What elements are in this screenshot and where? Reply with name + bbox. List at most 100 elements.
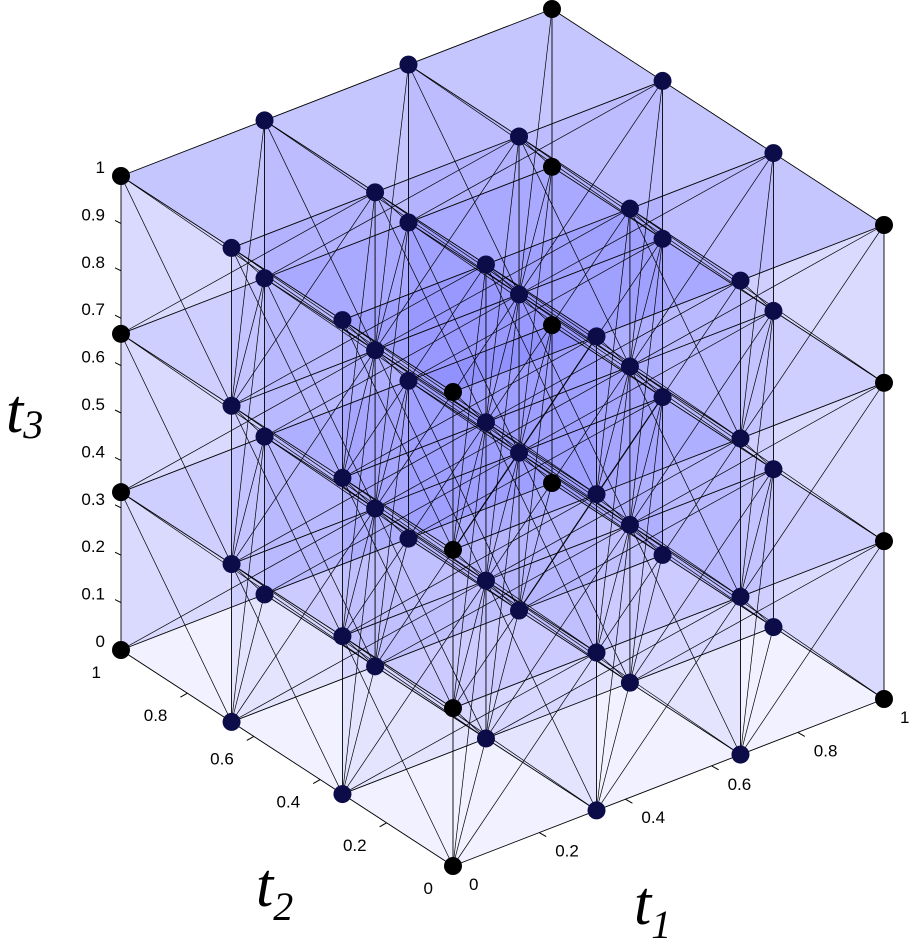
mesh-edge: [629, 554, 663, 683]
grid-point: [510, 601, 529, 620]
mesh-edge: [231, 192, 376, 406]
grid-line: [342, 152, 774, 321]
t3-tick-label: 1: [96, 158, 105, 177]
t3-tick-label: 0.5: [81, 395, 105, 414]
mesh-edge: [391, 380, 409, 524]
mesh-edge: [452, 407, 470, 550]
t3-tick: [114, 267, 122, 272]
mesh-edge: [374, 595, 503, 667]
grid-line: [452, 382, 885, 551]
mesh-edge: [535, 325, 553, 468]
mesh-edge: [342, 636, 454, 867]
grid-point: [333, 627, 352, 646]
grid-line: [551, 324, 885, 542]
mesh-edge: [612, 366, 631, 510]
t3-tick-label: 0.2: [81, 537, 105, 556]
mesh-edge: [452, 336, 597, 551]
grid-line: [264, 277, 597, 495]
grid-point: [587, 801, 606, 820]
mesh-edge: [596, 438, 741, 653]
mesh-edge: [518, 294, 631, 525]
grid-point: [543, 157, 561, 176]
t2-tick: [379, 822, 387, 828]
grid-point: [875, 373, 893, 392]
t3-tick: [114, 456, 122, 461]
grid-point: [255, 269, 274, 288]
grid-point: [366, 341, 385, 360]
box-face: [121, 9, 884, 392]
grid-point: [333, 785, 352, 804]
grid-point: [444, 383, 462, 401]
grid-point: [764, 618, 783, 637]
t2-tick-label: 0.4: [277, 793, 301, 812]
mesh-edge: [231, 436, 265, 565]
t1-tick-labels: 00.20.40.60.81: [452, 698, 909, 894]
mesh-edge: [629, 524, 741, 755]
grid-point: [222, 712, 241, 731]
grid-point: [587, 327, 606, 346]
mesh-edge: [740, 295, 758, 439]
mesh-edge: [264, 523, 392, 595]
t3-tick: [114, 599, 122, 604]
mesh-edge: [342, 723, 470, 795]
mesh-edge: [502, 452, 520, 596]
mesh-edge: [485, 351, 614, 423]
mesh-edge: [374, 279, 503, 351]
mesh-edge: [374, 294, 520, 509]
mesh-edge: [374, 437, 503, 509]
t2-axis-title: t2: [256, 852, 293, 929]
mesh-edge: [469, 336, 597, 408]
mesh-edge: [231, 247, 343, 479]
grid-point: [510, 443, 529, 462]
grid-line: [120, 649, 454, 867]
box-face: [121, 9, 552, 650]
grid-line: [408, 538, 741, 755]
mesh-edge: [264, 436, 376, 667]
grid-line: [120, 175, 454, 393]
mesh-edge: [740, 626, 774, 755]
grid-point: [222, 238, 241, 257]
mesh-edge: [358, 264, 487, 336]
t3-axis-title: t3: [6, 378, 43, 447]
mesh-edge: [612, 208, 631, 352]
mesh-edge: [629, 396, 663, 525]
mesh-edge: [756, 382, 885, 455]
t1-tick-label: 1: [900, 708, 909, 727]
t3-tick: [114, 362, 122, 367]
mesh-edge: [391, 452, 520, 524]
mesh-edge: [518, 467, 536, 611]
grid-line: [452, 224, 885, 393]
t2-tick-labels: 00.20.40.60.81: [92, 649, 454, 898]
grid-point: [222, 396, 241, 415]
grid-points: [112, 0, 893, 875]
mesh-edge: [485, 595, 503, 739]
mesh-edge: [342, 564, 470, 637]
mesh-face: [408, 9, 663, 137]
grid-point: [543, 0, 561, 18]
mesh-edge: [247, 508, 376, 580]
mesh-edge: [756, 540, 885, 613]
grid-point: [620, 673, 639, 692]
mesh-edge: [629, 223, 647, 367]
mesh-edge: [374, 380, 409, 509]
grid-line: [342, 626, 774, 795]
t3-tick-label: 0.1: [81, 585, 105, 604]
mesh-edge: [231, 334, 359, 407]
grid-point: [112, 483, 130, 502]
mesh-edge: [596, 524, 631, 653]
mesh-edge: [502, 524, 631, 596]
mesh-edge: [120, 175, 232, 406]
t1-axis-title: t1: [634, 870, 671, 944]
mesh-edge: [629, 469, 774, 683]
grid-line: [231, 238, 663, 407]
mesh-edge: [740, 469, 774, 597]
grid-line: [120, 324, 553, 493]
mesh-edge: [264, 120, 376, 351]
grid-point: [510, 127, 529, 146]
mesh-edge: [485, 580, 597, 811]
grid-point: [366, 499, 385, 518]
mesh-edge: [518, 151, 536, 295]
t1-tick-label: 0.2: [555, 842, 579, 861]
mesh-edge: [518, 381, 647, 454]
t1-tick-label: 0.8: [814, 741, 838, 760]
